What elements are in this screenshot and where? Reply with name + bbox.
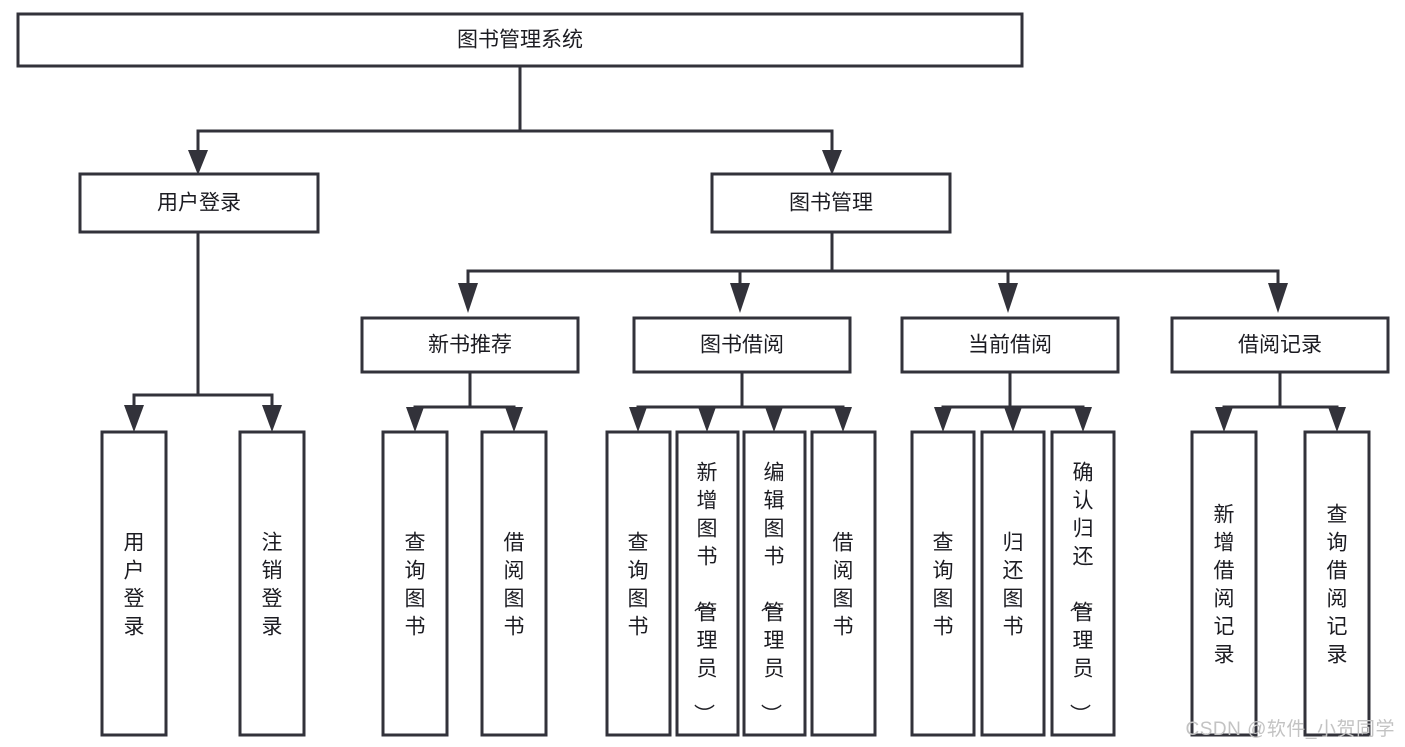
node-book-borrow-label: 图书借阅 (700, 334, 784, 357)
leaf-new-book-query-box[interactable] (381, 430, 449, 737)
leaf-book-borrow-add-box[interactable] (675, 430, 740, 737)
leaf-user-login-signin[interactable]: 用户登录 (100, 430, 168, 737)
arrow-newbook-l1 (406, 407, 424, 432)
leaf-book-borrow-edit-label: 编辑图书（管理员） (759, 462, 785, 725)
leaf-borrow-record-add-label: 新增借阅记录 (1214, 504, 1235, 667)
arrow-newbook-l2 (505, 407, 523, 432)
leaf-new-book-query[interactable]: 查询图书 (381, 430, 449, 737)
leaf-borrow-record-add-box[interactable] (1190, 430, 1258, 737)
node-user-login-label: 用户登录 (157, 192, 241, 215)
arrow-currentborrow-l2 (1004, 407, 1022, 432)
leaf-borrow-record-query-label: 查询借阅记录 (1327, 504, 1348, 667)
arrow-currentborrow-l1 (934, 407, 952, 432)
node-book-management[interactable]: 图书管理 (710, 172, 952, 234)
leaf-user-login-signout[interactable]: 注销登录 (238, 430, 306, 737)
leaf-borrow-record-add[interactable]: 新增借阅记录 (1190, 430, 1258, 737)
arrow-bookmgmt-c4 (1268, 283, 1288, 313)
leaf-book-borrow-borrow-box[interactable] (810, 430, 877, 737)
arrow-root-to-userlogin (188, 150, 208, 175)
node-book-borrow[interactable]: 图书借阅 (632, 316, 852, 374)
leaf-current-borrow-confirm-label: 确认归还（管理员） (1068, 462, 1094, 725)
leaf-current-borrow-query-box[interactable] (910, 430, 976, 737)
node-new-book-recommend-label: 新书推荐 (428, 334, 512, 357)
leaf-book-borrow-borrow[interactable]: 借阅图书 (810, 430, 877, 737)
node-current-borrow-box[interactable] (900, 316, 1120, 374)
arrow-bookmgmt-c2 (730, 283, 750, 313)
node-book-borrow-box[interactable] (632, 316, 852, 374)
leaf-current-borrow-return-box[interactable] (980, 430, 1046, 737)
leaf-current-borrow-query[interactable]: 查询图书 (910, 430, 976, 737)
node-current-borrow[interactable]: 当前借阅 (900, 316, 1120, 374)
leaf-book-borrow-borrow-label: 借阅图书 (833, 532, 854, 639)
leaf-current-borrow-confirm-box[interactable] (1050, 430, 1116, 737)
leaf-current-borrow-query-label: 查询图书 (933, 532, 954, 639)
arrow-bookmgmt-c3 (998, 283, 1018, 313)
leaf-user-login-signout-label: 注销登录 (262, 532, 283, 639)
leaf-book-borrow-query-box[interactable] (605, 430, 672, 737)
leaf-book-borrow-query-label: 查询图书 (628, 532, 649, 639)
connector-layer (124, 64, 1346, 432)
leaf-new-book-borrow-label: 借阅图书 (504, 532, 525, 639)
arrow-bookmgmt-c1 (458, 283, 478, 313)
node-new-book-recommend-box[interactable] (360, 316, 580, 374)
leaf-new-book-borrow-box[interactable] (480, 430, 548, 737)
arrow-userlogin-leaf1 (124, 405, 144, 432)
leaf-current-borrow-return-label: 归还图书 (1003, 532, 1024, 639)
arrow-bookborrow-l2 (698, 407, 716, 432)
node-user-login[interactable]: 用户登录 (78, 172, 320, 234)
leaf-user-login-signin-box[interactable] (100, 430, 168, 737)
node-root-box[interactable] (16, 12, 1024, 68)
arrow-userlogin-leaf2 (262, 405, 282, 432)
leaf-borrow-record-query[interactable]: 查询借阅记录 (1303, 430, 1371, 737)
node-root-label: 图书管理系统 (457, 29, 583, 52)
leaf-current-borrow-return[interactable]: 归还图书 (980, 430, 1046, 737)
leaf-book-borrow-query[interactable]: 查询图书 (605, 430, 672, 737)
arrow-currentborrow-l3 (1074, 407, 1092, 432)
leaf-user-login-signout-box[interactable] (238, 430, 306, 737)
leaf-book-borrow-add[interactable]: 新增图书（管理员） (675, 430, 740, 737)
leaf-book-borrow-add-label: 新增图书（管理员） (692, 462, 718, 725)
node-root[interactable]: 图书管理系统 (16, 12, 1024, 68)
leaf-current-borrow-confirm[interactable]: 确认归还（管理员） (1050, 430, 1116, 737)
leaf-book-borrow-edit-box[interactable] (742, 430, 807, 737)
leaf-new-book-query-label: 查询图书 (405, 532, 426, 639)
arrow-borrowrecord-l2 (1328, 407, 1346, 432)
node-current-borrow-label: 当前借阅 (968, 334, 1052, 357)
node-borrow-record-label: 借阅记录 (1238, 334, 1322, 357)
arrow-bookborrow-l3 (765, 407, 783, 432)
leaf-user-login-signin-label: 用户登录 (124, 532, 145, 639)
arrow-bookborrow-l1 (629, 407, 647, 432)
arrow-root-to-bookmgmt (822, 150, 842, 175)
node-book-management-label: 图书管理 (789, 192, 873, 215)
leaf-borrow-record-query-box[interactable] (1303, 430, 1371, 737)
node-borrow-record[interactable]: 借阅记录 (1170, 316, 1390, 374)
leaf-new-book-borrow[interactable]: 借阅图书 (480, 430, 548, 737)
arrow-borrowrecord-l1 (1215, 407, 1233, 432)
node-new-book-recommend[interactable]: 新书推荐 (360, 316, 580, 374)
node-borrow-record-box[interactable] (1170, 316, 1390, 374)
node-book-management-box[interactable] (710, 172, 952, 234)
node-user-login-box[interactable] (78, 172, 320, 234)
arrow-bookborrow-l4 (834, 407, 852, 432)
leaf-book-borrow-edit[interactable]: 编辑图书（管理员） (742, 430, 807, 737)
